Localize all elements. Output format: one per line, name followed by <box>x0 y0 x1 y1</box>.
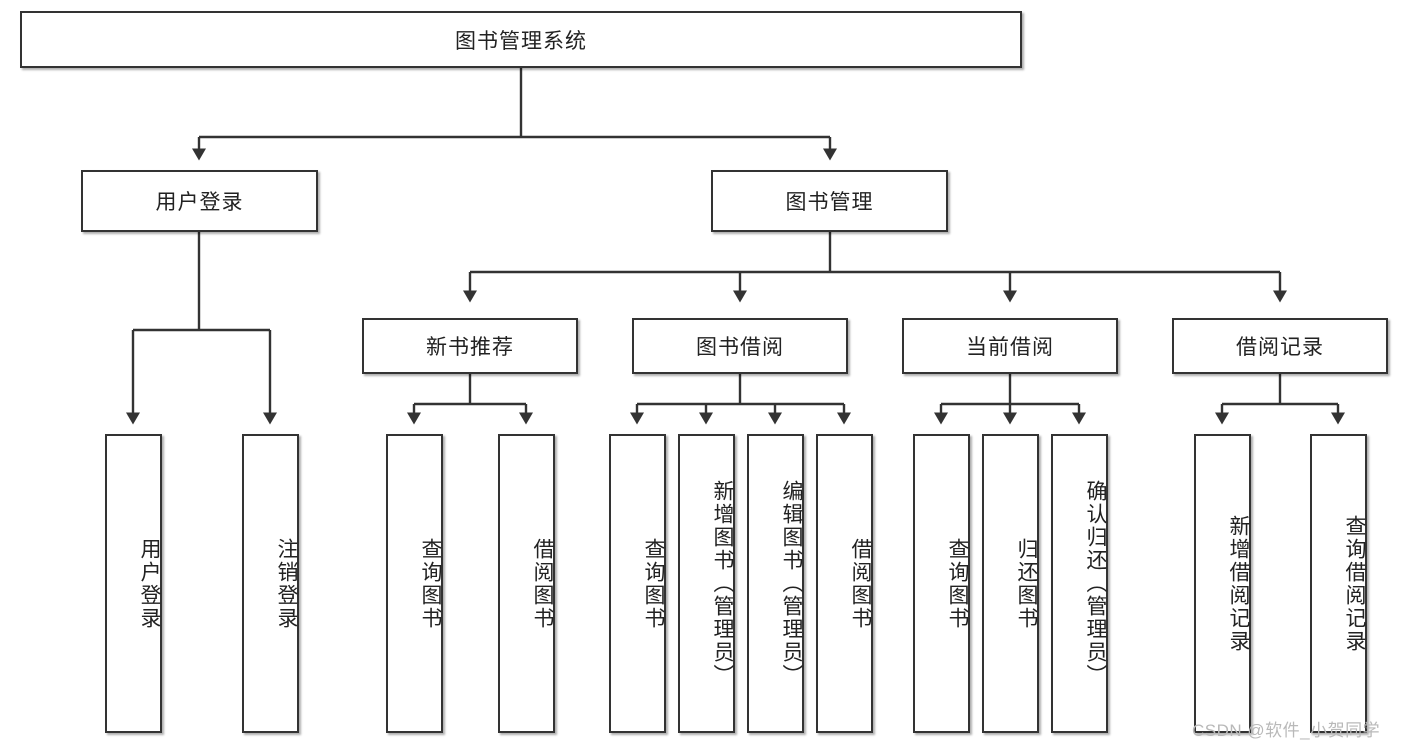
node-current-borrow[interactable]: 当前借阅 <box>902 318 1118 374</box>
node-leaf-query-book-1[interactable]: 查询图书 <box>386 434 443 733</box>
node-leaf-add-book-label: 新增图书（管理员） <box>711 480 734 687</box>
node-book-management-label: 图书管理 <box>785 191 874 214</box>
node-borrow-record-label: 借阅记录 <box>1236 336 1324 359</box>
node-current-borrow-label: 当前借阅 <box>966 336 1054 359</box>
node-leaf-query-book-2-label: 查询图书 <box>642 537 665 630</box>
node-user-login-label: 用户登录 <box>155 191 244 214</box>
node-leaf-borrow-book-2-label: 借阅图书 <box>849 537 872 630</box>
node-leaf-query-record-label: 查询借阅记录 <box>1343 514 1366 653</box>
csdn-watermark: CSDN @软件_小贺同学 <box>1192 721 1381 740</box>
node-book-borrow[interactable]: 图书借阅 <box>632 318 848 374</box>
node-leaf-user-logout-label: 注销登录 <box>275 537 298 630</box>
node-book-management[interactable]: 图书管理 <box>711 170 948 232</box>
node-leaf-query-book-1-label: 查询图书 <box>419 537 442 630</box>
node-leaf-return-book-label: 归还图书 <box>1015 537 1038 630</box>
node-leaf-confirm-return[interactable]: 确认归还（管理员） <box>1051 434 1108 733</box>
node-root-label: 图书管理系统 <box>455 29 587 53</box>
node-leaf-confirm-return-label: 确认归还（管理员） <box>1084 480 1107 687</box>
node-leaf-borrow-book-1-label: 借阅图书 <box>531 537 554 630</box>
node-borrow-record[interactable]: 借阅记录 <box>1172 318 1388 374</box>
node-leaf-query-book-2[interactable]: 查询图书 <box>609 434 666 733</box>
node-leaf-return-book[interactable]: 归还图书 <box>982 434 1039 733</box>
node-book-borrow-label: 图书借阅 <box>696 336 784 359</box>
node-leaf-borrow-book-2[interactable]: 借阅图书 <box>816 434 873 733</box>
node-leaf-add-record-label: 新增借阅记录 <box>1227 514 1250 653</box>
node-user-login[interactable]: 用户登录 <box>81 170 318 232</box>
node-leaf-add-record[interactable]: 新增借阅记录 <box>1194 434 1251 733</box>
node-leaf-borrow-book-1[interactable]: 借阅图书 <box>498 434 555 733</box>
node-new-book-recommend-label: 新书推荐 <box>426 336 514 359</box>
node-leaf-user-login-label: 用户登录 <box>138 537 161 630</box>
node-new-book-recommend[interactable]: 新书推荐 <box>362 318 578 374</box>
node-leaf-user-login[interactable]: 用户登录 <box>105 434 162 733</box>
node-leaf-edit-book-label: 编辑图书（管理员） <box>780 480 803 687</box>
node-leaf-user-logout[interactable]: 注销登录 <box>242 434 299 733</box>
node-leaf-edit-book[interactable]: 编辑图书（管理员） <box>747 434 804 733</box>
node-leaf-query-book-3[interactable]: 查询图书 <box>913 434 970 733</box>
node-leaf-query-book-3-label: 查询图书 <box>946 537 969 630</box>
node-root[interactable]: 图书管理系统 <box>20 11 1022 68</box>
node-leaf-add-book[interactable]: 新增图书（管理员） <box>678 434 735 733</box>
node-leaf-query-record[interactable]: 查询借阅记录 <box>1310 434 1367 733</box>
